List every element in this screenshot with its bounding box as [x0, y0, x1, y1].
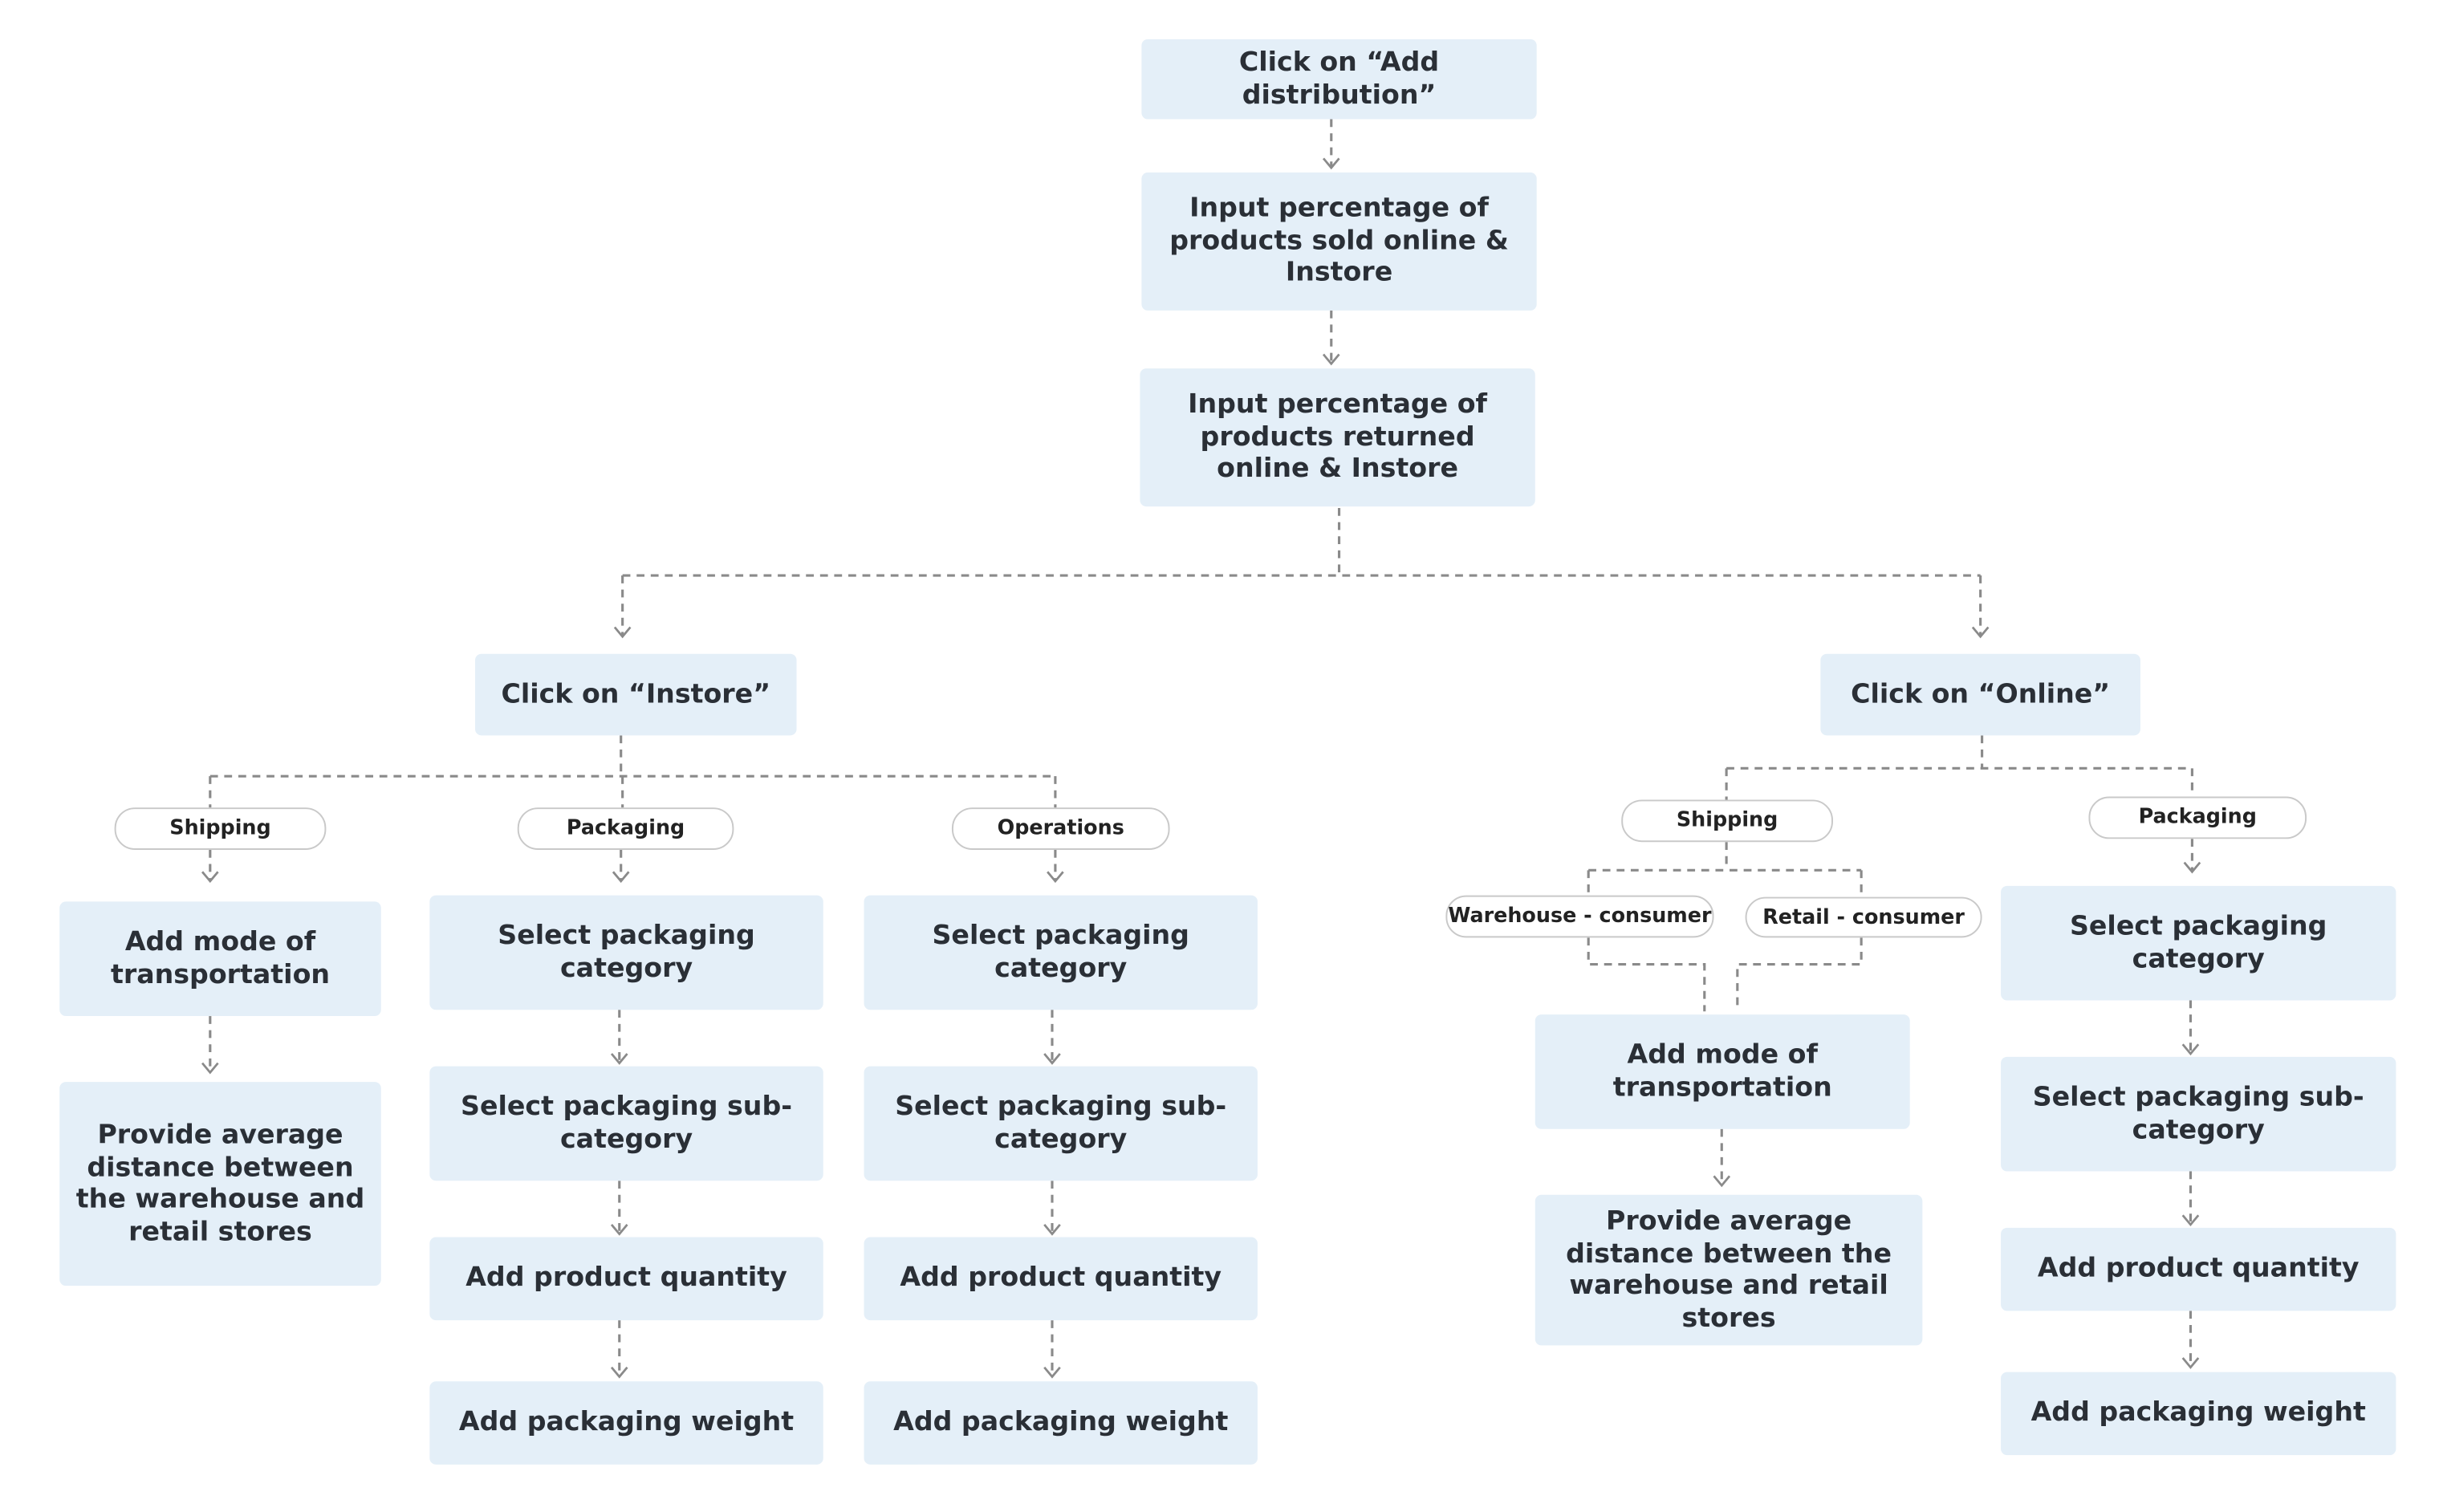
online-packaging-subcategory-step: Select packaging sub-category: [2001, 1056, 2396, 1172]
online-packaging-weight-step: Add packaging weight: [2001, 1372, 2396, 1456]
instore-packaging-label: Packaging: [517, 807, 734, 850]
click-online-step: Click on “Online”: [1820, 653, 2140, 736]
instore-packaging-category-step: Select packaging category: [429, 895, 823, 1010]
instore-packaging-subcategory-step: Select packaging sub-category: [429, 1066, 823, 1181]
warehouse-consumer-label: Warehouse - consumer: [1445, 895, 1714, 938]
online-shipping-distance-step: Provide average distance between the war…: [1534, 1194, 1923, 1346]
instore-operations-subcategory-step: Select packaging sub-category: [864, 1066, 1258, 1181]
online-shipping-label: Shipping: [1621, 799, 1833, 843]
instore-shipping-label: Shipping: [114, 807, 327, 850]
add-distribution-step: Click on “Add distribution”: [1141, 39, 1537, 120]
instore-operations-category-step: Select packaging category: [864, 895, 1258, 1010]
instore-operations-quantity-step: Add product quantity: [864, 1237, 1258, 1321]
instore-operations-label: Operations: [951, 807, 1170, 850]
instore-operations-weight-step: Add packaging weight: [864, 1381, 1258, 1465]
instore-shipping-mode-step: Add mode of transportation: [59, 901, 381, 1017]
instore-shipping-distance-step: Provide average distance between the war…: [59, 1082, 381, 1286]
instore-packaging-weight-step: Add packaging weight: [429, 1381, 823, 1465]
input-returned-percentage-step: Input percentage of products returned on…: [1140, 368, 1535, 507]
online-packaging-quantity-step: Add product quantity: [2001, 1227, 2396, 1311]
click-instore-step: Click on “Instore”: [475, 653, 797, 736]
online-packaging-label: Packaging: [2088, 796, 2307, 839]
instore-packaging-quantity-step: Add product quantity: [429, 1237, 823, 1321]
online-packaging-category-step: Select packaging category: [2001, 885, 2396, 1001]
online-shipping-mode-step: Add mode of transportation: [1534, 1014, 1910, 1129]
input-sold-percentage-step: Input percentage of products sold online…: [1141, 172, 1537, 311]
dashed-connectors: [201, 119, 2201, 1379]
retail-consumer-label: Retail - consumer: [1745, 896, 1982, 938]
